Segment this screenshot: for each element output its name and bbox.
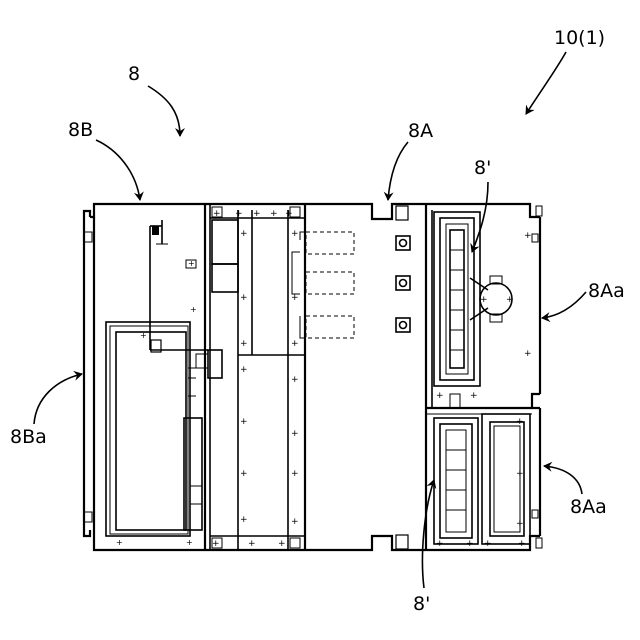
leader-flange-right-top xyxy=(542,292,586,318)
svg-text:+: + xyxy=(291,429,299,439)
label-flange-left: 8Ba xyxy=(10,426,47,448)
svg-text:+: + xyxy=(186,538,193,547)
svg-text:+: + xyxy=(270,209,278,219)
svg-text:+: + xyxy=(116,538,123,547)
label-whole: 8 xyxy=(128,63,140,85)
svg-text:+: + xyxy=(248,539,256,549)
leader-flange-left xyxy=(34,374,82,424)
svg-text:+: + xyxy=(436,391,444,401)
svg-text:+: + xyxy=(235,209,243,219)
svg-text:+: + xyxy=(470,391,478,401)
label-unit-bottom: 8' xyxy=(413,593,430,615)
svg-text:+: + xyxy=(436,539,444,549)
svg-text:+: + xyxy=(240,293,248,303)
label-unit-top: 8' xyxy=(474,157,491,179)
svg-text:+: + xyxy=(291,469,299,479)
svg-text:+: + xyxy=(240,365,248,375)
svg-text:+: + xyxy=(213,209,221,219)
leader-whole xyxy=(148,86,180,136)
svg-text:+: + xyxy=(285,209,293,219)
svg-text:+: + xyxy=(291,339,299,349)
svg-text:+: + xyxy=(240,339,248,349)
svg-text:+: + xyxy=(240,229,248,239)
svg-text:+: + xyxy=(212,539,220,549)
svg-text:+: + xyxy=(524,349,532,359)
svg-text:+: + xyxy=(278,539,286,549)
label-flange-right-bottom: 8Aa xyxy=(570,496,607,518)
leader-left-panel xyxy=(96,140,140,200)
central-columns: ++ ++ + ++ ++ ++ + ++ ++ ++ + ++ + xyxy=(196,204,305,550)
svg-text:+: + xyxy=(240,515,248,525)
svg-text:+: + xyxy=(518,539,526,549)
leader-device xyxy=(526,52,566,114)
svg-text:+: + xyxy=(188,259,195,268)
svg-text:+: + xyxy=(524,231,532,241)
label-left-panel: 8B xyxy=(68,119,93,141)
label-right-panel: 8A xyxy=(408,120,433,142)
svg-text:+: + xyxy=(484,539,492,549)
right-panel: + + + + + + + + + + + + + xyxy=(396,204,532,550)
svg-text:+: + xyxy=(506,295,514,305)
svg-text:+: + xyxy=(516,417,524,427)
svg-text:+: + xyxy=(466,539,474,549)
label-flange-right-top: 8Aa xyxy=(588,280,625,302)
leader-lines xyxy=(34,52,586,588)
svg-text:+: + xyxy=(253,209,261,219)
dashed-components xyxy=(292,232,354,338)
svg-text:+: + xyxy=(240,469,248,479)
svg-text:+: + xyxy=(291,517,299,527)
svg-text:+: + xyxy=(480,295,488,305)
leader-flange-right-bottom xyxy=(544,466,582,494)
svg-text:+: + xyxy=(516,469,524,479)
svg-text:+: + xyxy=(240,417,248,427)
leader-unit-bottom xyxy=(422,480,434,588)
svg-text:+: + xyxy=(140,331,147,340)
svg-text:+: + xyxy=(190,305,197,314)
label-device: 10(1) xyxy=(554,27,605,49)
svg-text:+: + xyxy=(291,375,299,385)
svg-text:+: + xyxy=(291,229,299,239)
svg-text:+: + xyxy=(516,519,524,529)
left-panel: + + + + + xyxy=(106,220,208,547)
leader-right-panel xyxy=(388,142,408,200)
